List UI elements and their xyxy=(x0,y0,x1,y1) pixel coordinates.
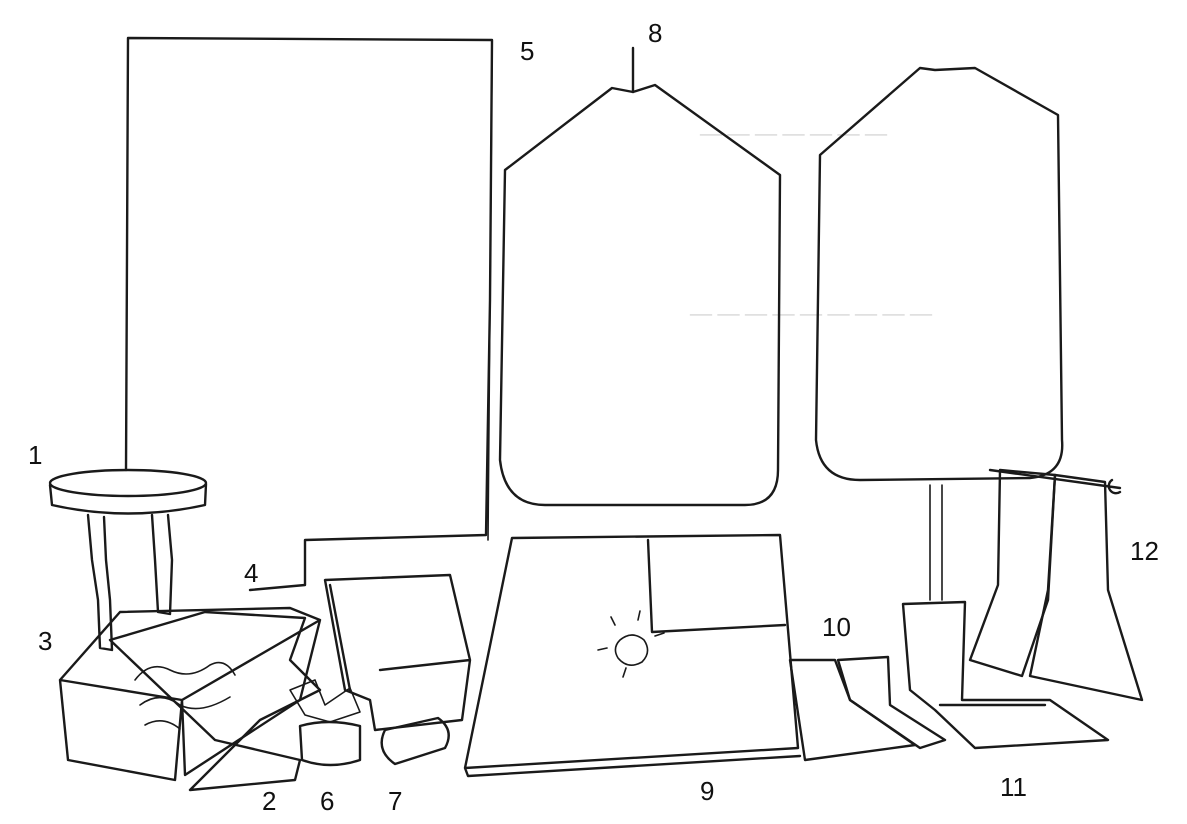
label-7: 7 xyxy=(388,786,403,816)
label-4: 4 xyxy=(244,558,259,588)
label-12: 12 xyxy=(1130,536,1159,566)
stool-seat-rim xyxy=(48,482,208,515)
stool-legs xyxy=(86,513,174,652)
stool-seat-top xyxy=(48,468,208,498)
label-2: 2 xyxy=(262,786,277,816)
folded-stack xyxy=(323,573,472,732)
hanging-garment-right xyxy=(814,66,1064,482)
folded-cloth-b xyxy=(836,655,947,750)
label-6: 6 xyxy=(320,786,335,816)
towel-right xyxy=(1028,473,1144,702)
label-3: 3 xyxy=(38,626,53,656)
flat-sheet xyxy=(463,533,802,778)
cloth-texture xyxy=(134,661,236,730)
large-panel-side xyxy=(487,59,493,541)
bowl-contents xyxy=(289,679,361,723)
label-5: 5 xyxy=(520,36,535,66)
draped-cloth xyxy=(108,610,322,792)
hanging-garment-left xyxy=(498,83,782,507)
label-10: 10 xyxy=(822,612,851,642)
label-8: 8 xyxy=(648,18,663,48)
rolled-item xyxy=(380,716,450,766)
garment-stand xyxy=(929,484,943,601)
sheet-inset xyxy=(646,538,787,634)
bowl xyxy=(298,720,362,767)
tray xyxy=(901,600,1110,750)
large-panel xyxy=(124,36,494,592)
label-9: 9 xyxy=(700,776,715,806)
label-1: 1 xyxy=(28,440,43,470)
sun-sketch xyxy=(597,610,665,678)
towel-left xyxy=(968,468,1057,678)
label-11: 11 xyxy=(1000,772,1027,802)
